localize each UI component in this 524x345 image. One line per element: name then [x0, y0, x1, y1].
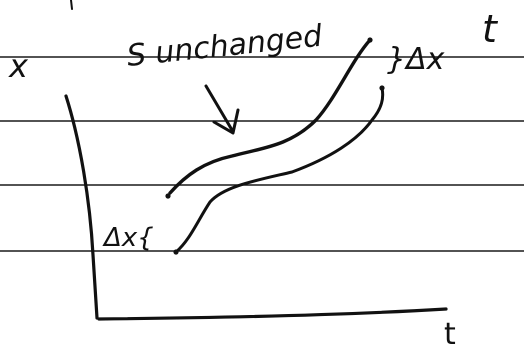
upper-start-dot [165, 193, 171, 199]
lower-end-dot [379, 85, 385, 91]
t-axis-label: t [444, 317, 456, 345]
annotation-text: S unchanged [125, 19, 325, 74]
t-axis-line [97, 307, 448, 321]
stray-mark [70, 0, 73, 10]
delta-bottom-label: Δx{ [102, 223, 154, 253]
annotation-arrow [204, 84, 234, 132]
upper-trajectory-curve [168, 38, 372, 195]
delta-top-label: }Δx [387, 42, 445, 77]
annotation-arrow-head [212, 108, 240, 135]
upper-end-dot [367, 37, 373, 43]
ruled-lines [0, 56, 524, 252]
lower-trajectory-curve [174, 86, 385, 254]
lower-start-dot [173, 249, 179, 255]
x-axis-line [64, 94, 99, 320]
x-axis-label: x [8, 47, 29, 85]
corner-t-label: t [482, 7, 499, 51]
